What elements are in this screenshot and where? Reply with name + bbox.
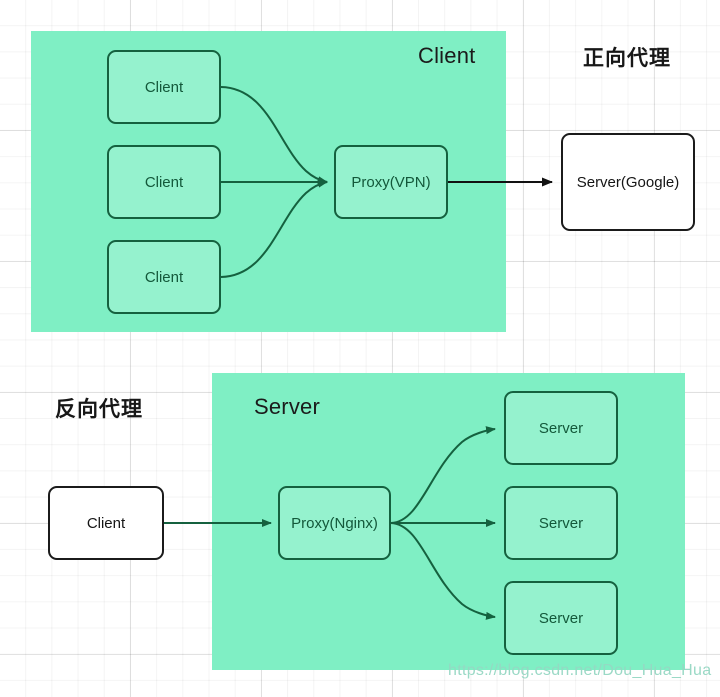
client-group-title: Client — [418, 43, 476, 68]
node-server-google[interactable]: Server(Google) — [561, 133, 695, 231]
node-proxy-nginx[interactable]: Proxy(Nginx) — [278, 486, 391, 560]
server-group-title: Server — [254, 394, 320, 419]
reverse-proxy-label: 反向代理 — [55, 397, 143, 421]
node-client-2[interactable]: Client — [107, 145, 221, 219]
node-server-2[interactable]: Server — [504, 486, 618, 560]
forward-proxy-label: 正向代理 — [583, 46, 671, 70]
node-client-1[interactable]: Client — [107, 50, 221, 124]
node-proxy-vpn[interactable]: Proxy(VPN) — [334, 145, 448, 219]
node-server-1[interactable]: Server — [504, 391, 618, 465]
watermark: https://blog.csdn.net/Dou_Hua_Hua — [448, 662, 712, 679]
node-client-3[interactable]: Client — [107, 240, 221, 314]
node-server-3[interactable]: Server — [504, 581, 618, 655]
node-client-rev[interactable]: Client — [48, 486, 164, 560]
